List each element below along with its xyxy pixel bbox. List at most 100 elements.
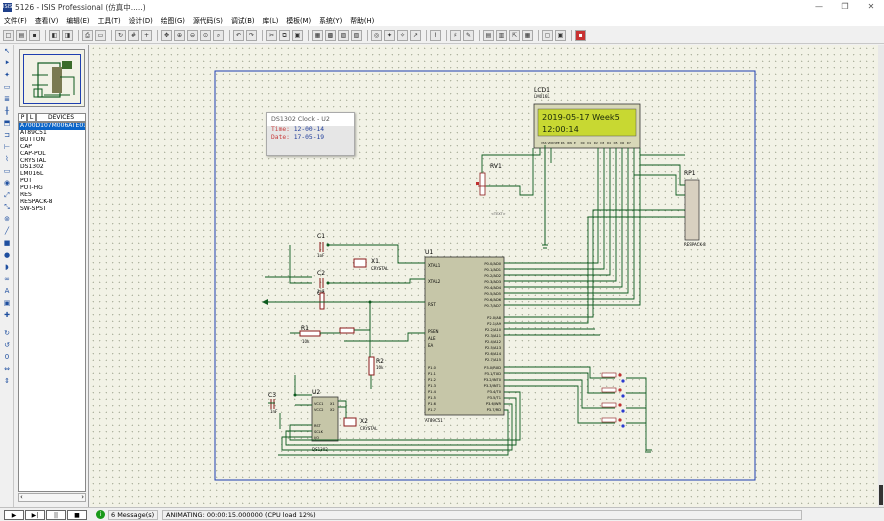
- remove-sheet-icon[interactable]: ▥: [496, 29, 507, 41]
- menu-library[interactable]: 库(L): [262, 17, 279, 25]
- scroll-left-icon[interactable]: ‹: [20, 493, 23, 501]
- menu-help[interactable]: 帮助(H): [350, 17, 375, 25]
- pause-button[interactable]: ||: [46, 509, 66, 520]
- grid-icon[interactable]: #: [128, 29, 139, 41]
- block-copy-icon[interactable]: ▦: [312, 29, 323, 41]
- block-rotate-icon[interactable]: ▨: [338, 29, 349, 41]
- list-item[interactable]: POT: [20, 178, 33, 185]
- text-script-icon[interactable]: ≣: [4, 95, 10, 103]
- canvas-vertical-scrollbar[interactable]: [878, 45, 884, 507]
- mirror-x-icon[interactable]: ⇔: [4, 365, 10, 373]
- wire-label-icon[interactable]: ▭: [3, 83, 11, 91]
- virtual-instrument-icon[interactable]: ⊚: [4, 215, 10, 223]
- ds1302-clock-popup[interactable]: DS1302 Clock - U2 Time: 12-00-14 Date: 1…: [266, 112, 355, 156]
- zoom-area-icon[interactable]: ⌕: [213, 29, 224, 41]
- subcircuit-icon[interactable]: ⬒: [3, 119, 11, 127]
- block-delete-icon[interactable]: ▧: [351, 29, 362, 41]
- zoom-out-icon[interactable]: ⊖: [187, 29, 198, 41]
- graph-icon[interactable]: ⌇: [5, 155, 9, 163]
- menu-edit[interactable]: 编辑(E): [66, 17, 90, 25]
- scroll-right-icon[interactable]: ›: [81, 493, 84, 501]
- origin-icon[interactable]: +: [141, 29, 152, 41]
- menu-system[interactable]: 系统(Y): [319, 17, 343, 25]
- text-icon[interactable]: A: [4, 287, 10, 295]
- list-item[interactable]: SW-SPST: [20, 205, 47, 212]
- symbol-icon[interactable]: ▣: [3, 299, 11, 307]
- menu-debug[interactable]: 调试(B): [230, 17, 255, 25]
- new-sheet-icon[interactable]: ▤: [483, 29, 494, 41]
- minimize-button[interactable]: —: [815, 2, 823, 11]
- search-tag-icon[interactable]: ♯: [450, 29, 461, 41]
- stop-button[interactable]: ■: [67, 509, 87, 520]
- undo-icon[interactable]: ↶: [233, 29, 244, 41]
- zoom-in-icon[interactable]: ⊕: [174, 29, 185, 41]
- circle-icon[interactable]: ●: [3, 251, 11, 259]
- menu-tools[interactable]: 工具(T): [97, 17, 121, 25]
- make-device-icon[interactable]: ✦: [384, 29, 395, 41]
- list-item[interactable]: RES: [20, 192, 32, 199]
- import-icon[interactable]: ◧: [49, 29, 60, 41]
- copy-icon[interactable]: ⧉: [279, 29, 290, 41]
- scroll-thumb[interactable]: [879, 485, 883, 505]
- ares-icon[interactable]: ▪: [575, 29, 586, 41]
- arc-icon[interactable]: ◗: [5, 263, 9, 271]
- bom-report-icon[interactable]: ▦: [522, 29, 533, 41]
- menu-design[interactable]: 设计(D): [128, 17, 153, 25]
- menu-graph[interactable]: 绘图(G): [160, 17, 185, 25]
- generator-icon[interactable]: ◉: [3, 179, 11, 187]
- component-mode-icon[interactable]: ⯈: [4, 59, 10, 67]
- exit-parent-icon[interactable]: ⇱: [509, 29, 520, 41]
- list-item[interactable]: A700D107M006ATE018: [19, 123, 85, 130]
- save-icon[interactable]: ▪: [29, 29, 40, 41]
- schematic-canvas[interactable]: 2019-05-17 Week5 12:00:14 LCD1 LM016L VS…: [90, 45, 878, 507]
- rotate-ccw-icon[interactable]: ↺: [4, 341, 10, 349]
- list-item[interactable]: CAP-POL: [20, 150, 46, 157]
- path-icon[interactable]: ∞: [4, 275, 10, 283]
- paste-icon[interactable]: ▣: [292, 29, 303, 41]
- overview-window[interactable]: [19, 49, 85, 107]
- angle-field-icon[interactable]: 0: [4, 353, 10, 361]
- step-button[interactable]: ▶|: [25, 509, 45, 520]
- pick-device-icon[interactable]: ◎: [371, 29, 382, 41]
- cut-icon[interactable]: ✂: [266, 29, 277, 41]
- mirror-y-icon[interactable]: ⇕: [4, 377, 10, 385]
- box-icon[interactable]: ■: [3, 239, 11, 247]
- zoom-all-icon[interactable]: ⊙: [200, 29, 211, 41]
- list-item[interactable]: RESPACK-8: [20, 198, 53, 205]
- device-pins-icon[interactable]: ⊢: [3, 143, 11, 151]
- close-button[interactable]: ✕: [867, 2, 875, 11]
- list-item[interactable]: CRYSTAL: [20, 157, 47, 164]
- play-button[interactable]: ▶: [4, 509, 24, 520]
- new-file-icon[interactable]: □: [3, 29, 14, 41]
- pan-icon[interactable]: ✥: [161, 29, 172, 41]
- rotate-cw-icon[interactable]: ↻: [4, 329, 10, 337]
- pick-devices-tab[interactable]: P: [18, 113, 27, 122]
- netlist-icon[interactable]: ▣: [555, 29, 566, 41]
- terminals-icon[interactable]: ⊐: [4, 131, 10, 139]
- voltage-probe-icon[interactable]: ⤢: [4, 191, 10, 199]
- menu-view[interactable]: 查看(V): [34, 17, 59, 25]
- selection-mode-icon[interactable]: ↖: [4, 47, 10, 55]
- block-move-icon[interactable]: ▩: [325, 29, 336, 41]
- erc-report-icon[interactable]: ▢: [542, 29, 553, 41]
- refresh-icon[interactable]: ↻: [115, 29, 126, 41]
- marker-icon[interactable]: ✚: [4, 311, 10, 319]
- bus-icon[interactable]: ╫: [4, 107, 10, 115]
- line-icon[interactable]: ╱: [4, 227, 10, 235]
- list-item[interactable]: CAP: [20, 143, 32, 150]
- decompose-icon[interactable]: ↗: [410, 29, 421, 41]
- wire-autorouter-icon[interactable]: ⌇: [430, 29, 441, 41]
- list-item[interactable]: AT89C51: [20, 129, 47, 136]
- maximize-button[interactable]: ❐: [841, 2, 849, 11]
- junction-dot-icon[interactable]: ✦: [4, 71, 10, 79]
- list-item[interactable]: DS1302: [20, 164, 44, 171]
- message-count[interactable]: 6 Message(s): [108, 509, 158, 520]
- package-icon[interactable]: ✧: [397, 29, 408, 41]
- list-item[interactable]: LM016L: [20, 171, 44, 178]
- library-manager-tab[interactable]: L: [27, 113, 36, 122]
- print-icon[interactable]: ⎙: [82, 29, 93, 41]
- redo-icon[interactable]: ↷: [246, 29, 257, 41]
- list-item[interactable]: POT-HG: [20, 185, 43, 192]
- device-list-scrollbar[interactable]: ‹ ›: [18, 493, 86, 502]
- property-tool-icon[interactable]: ✎: [463, 29, 474, 41]
